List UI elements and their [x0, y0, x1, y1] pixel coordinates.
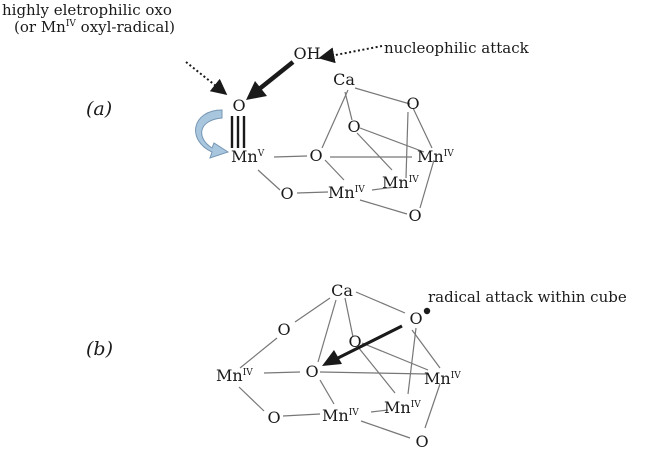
mn-iv-atom-b2: MnIV	[424, 369, 461, 388]
oxygen-atom-a3: O	[309, 146, 323, 165]
oxo-annotation: highly eletrophilic oxo (or MnIV oxyl-ra…	[2, 1, 176, 37]
mn-iv-atom-a2: MnIV	[382, 173, 419, 192]
mn-iv-atom-a1: MnIV	[417, 147, 454, 166]
oxygen-atom-b1: O	[277, 320, 291, 339]
nucleophilic-pointer-arrow	[318, 45, 383, 64]
oxygen-atom-a1: O	[406, 94, 420, 113]
panel-label-a: (a)	[86, 98, 113, 120]
oxygen-atom-a5: O	[408, 206, 422, 225]
calcium-atom-a: Ca	[333, 70, 355, 89]
panel-label-b: (b)	[86, 338, 113, 360]
oxygen-atom-a4: O	[280, 184, 294, 203]
mn-iv-atom-a3: MnIV	[328, 183, 365, 202]
mn-iv-atom-b3: MnIV	[384, 398, 421, 417]
curved-arrow-icon	[195, 109, 230, 159]
mn-iv-atom-b4: MnIV	[322, 406, 359, 425]
mn-v-atom: MnV	[231, 147, 265, 166]
oxygen-atom-b5: O	[415, 432, 429, 451]
hydroxide-label: OH	[293, 44, 321, 63]
mn-o-multiple-bond	[230, 116, 246, 148]
calcium-atom-b: Ca	[331, 281, 353, 300]
oxo-atom-a: O	[232, 96, 246, 115]
oxygen-atom-b2: O	[348, 332, 362, 351]
oxo-pointer-arrow	[185, 61, 228, 95]
radical-attack-label: radical attack within cube	[428, 288, 627, 306]
oxygen-atom-b4: O	[267, 408, 281, 427]
radical-dot-icon	[423, 307, 431, 315]
oxo-annotation-line1: highly eletrophilic oxo	[2, 1, 172, 19]
mn-iv-atom-b1: MnIV	[216, 366, 253, 385]
radical-attack-arrow	[322, 324, 403, 366]
cube-a-bonds	[257, 87, 435, 215]
oxygen-atom-b3: O	[305, 362, 319, 381]
oh-attack-arrow	[246, 60, 295, 100]
nucleophilic-attack-label: nucleophilic attack	[384, 39, 529, 57]
oxygen-atom-a2: O	[347, 117, 361, 136]
cube-b-bonds	[238, 291, 441, 439]
oxo-annotation-line2: (or MnIV oxyl-radical)	[14, 18, 176, 37]
oxygen-radical-atom: O	[409, 309, 423, 328]
